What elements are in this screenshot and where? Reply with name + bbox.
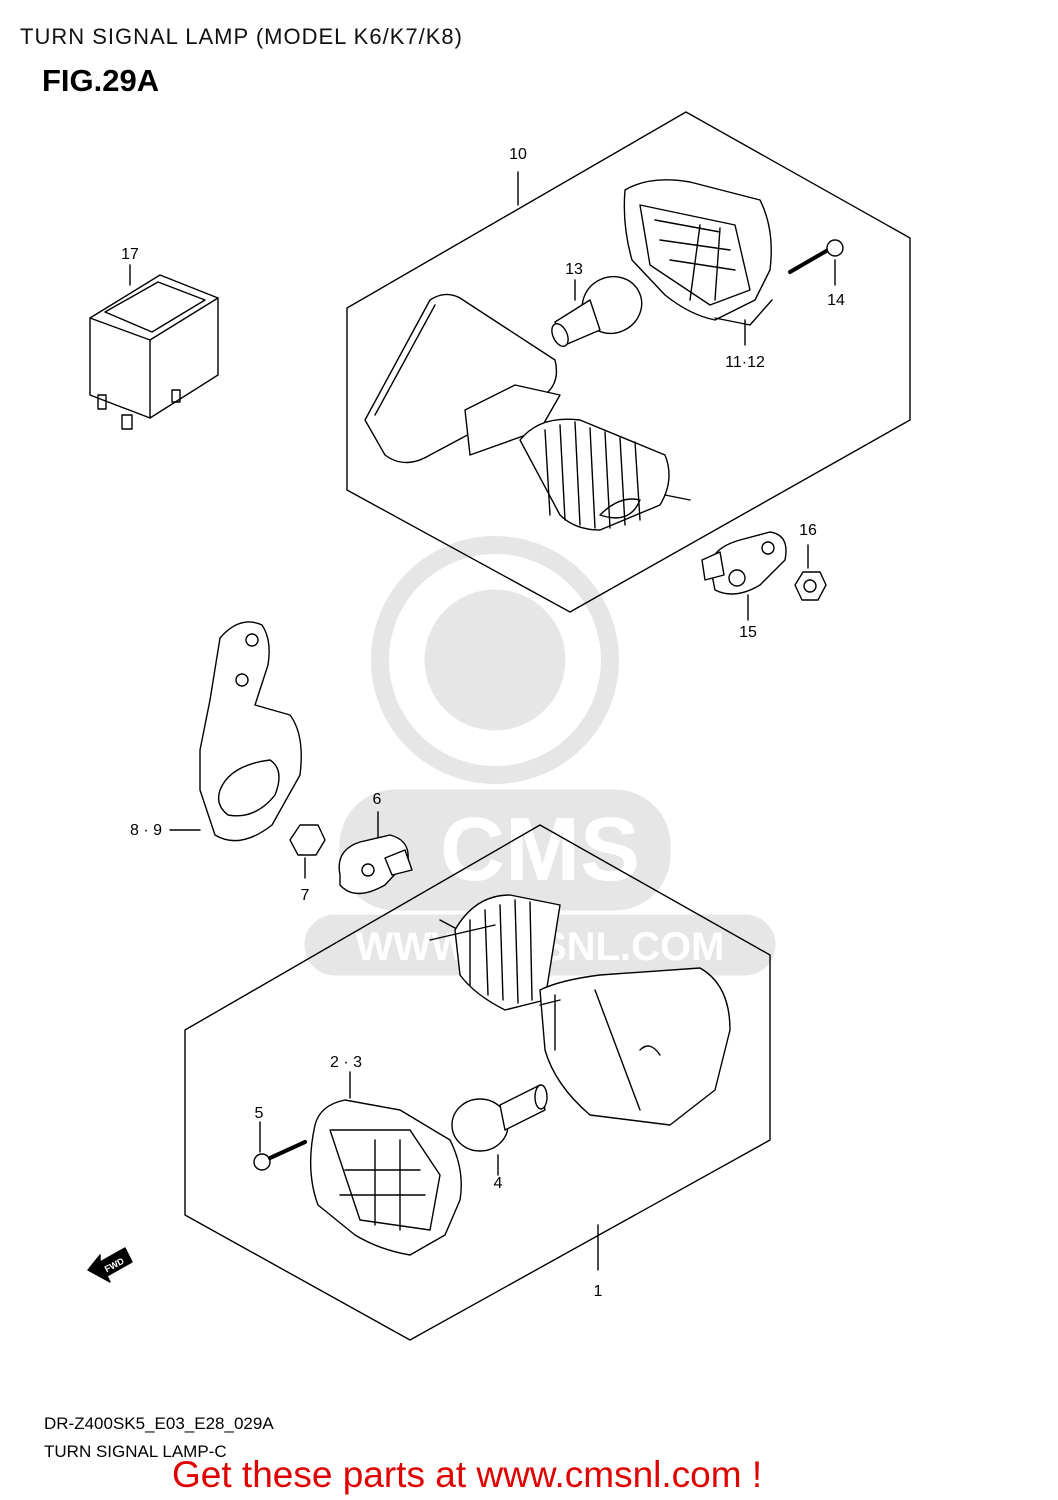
front-gasket	[338, 811, 413, 895]
upper-screw	[788, 239, 844, 286]
callout-1: 1	[593, 1283, 603, 1300]
callout-11-12: 11·12	[725, 354, 765, 371]
diagram-name: TURN SIGNAL LAMP-C	[44, 1442, 227, 1461]
callout-4: 4	[493, 1175, 503, 1192]
lower-assembly-box	[184, 824, 771, 1341]
rear-nut	[794, 544, 827, 601]
callout-16: 16	[799, 522, 817, 539]
upper-lens	[623, 179, 773, 326]
lower-lens	[309, 1071, 462, 1256]
rear-gasket	[701, 531, 787, 621]
callout-14: 14	[827, 292, 845, 309]
callout-10: 10	[509, 146, 527, 163]
figure-label: FIG.29A	[42, 63, 160, 98]
lower-screw	[253, 1121, 307, 1171]
callout-13: 13	[565, 261, 583, 278]
callout-15: 15	[739, 624, 757, 641]
callout-5: 5	[254, 1105, 264, 1122]
mounting-bracket	[169, 621, 302, 842]
diagram-code: DR-Z400SK5_E03_E28_029A	[44, 1414, 274, 1433]
relay-unit	[89, 264, 219, 430]
page-title: TURN SIGNAL LAMP (MODEL K6/K7/K8)	[20, 24, 463, 49]
callout-7: 7	[300, 887, 310, 904]
front-nut	[289, 824, 326, 879]
callout-8-9: 8 · 9	[129, 822, 163, 839]
lower-bulb	[451, 1084, 548, 1176]
upper-bulb	[551, 275, 643, 347]
callout-2-3: 2 · 3	[329, 1054, 363, 1071]
upper-assembly-box	[346, 111, 911, 613]
callout-6: 6	[372, 791, 382, 808]
watermark-brand: CMS	[440, 800, 640, 900]
forward-arrow-icon	[87, 1247, 133, 1283]
lower-lamp-housing	[429, 894, 731, 1126]
upper-lamp-housing	[364, 293, 691, 531]
callout-17: 17	[121, 246, 139, 263]
parts-link[interactable]: Get these parts at www.cmsnl.com !	[172, 1454, 763, 1495]
